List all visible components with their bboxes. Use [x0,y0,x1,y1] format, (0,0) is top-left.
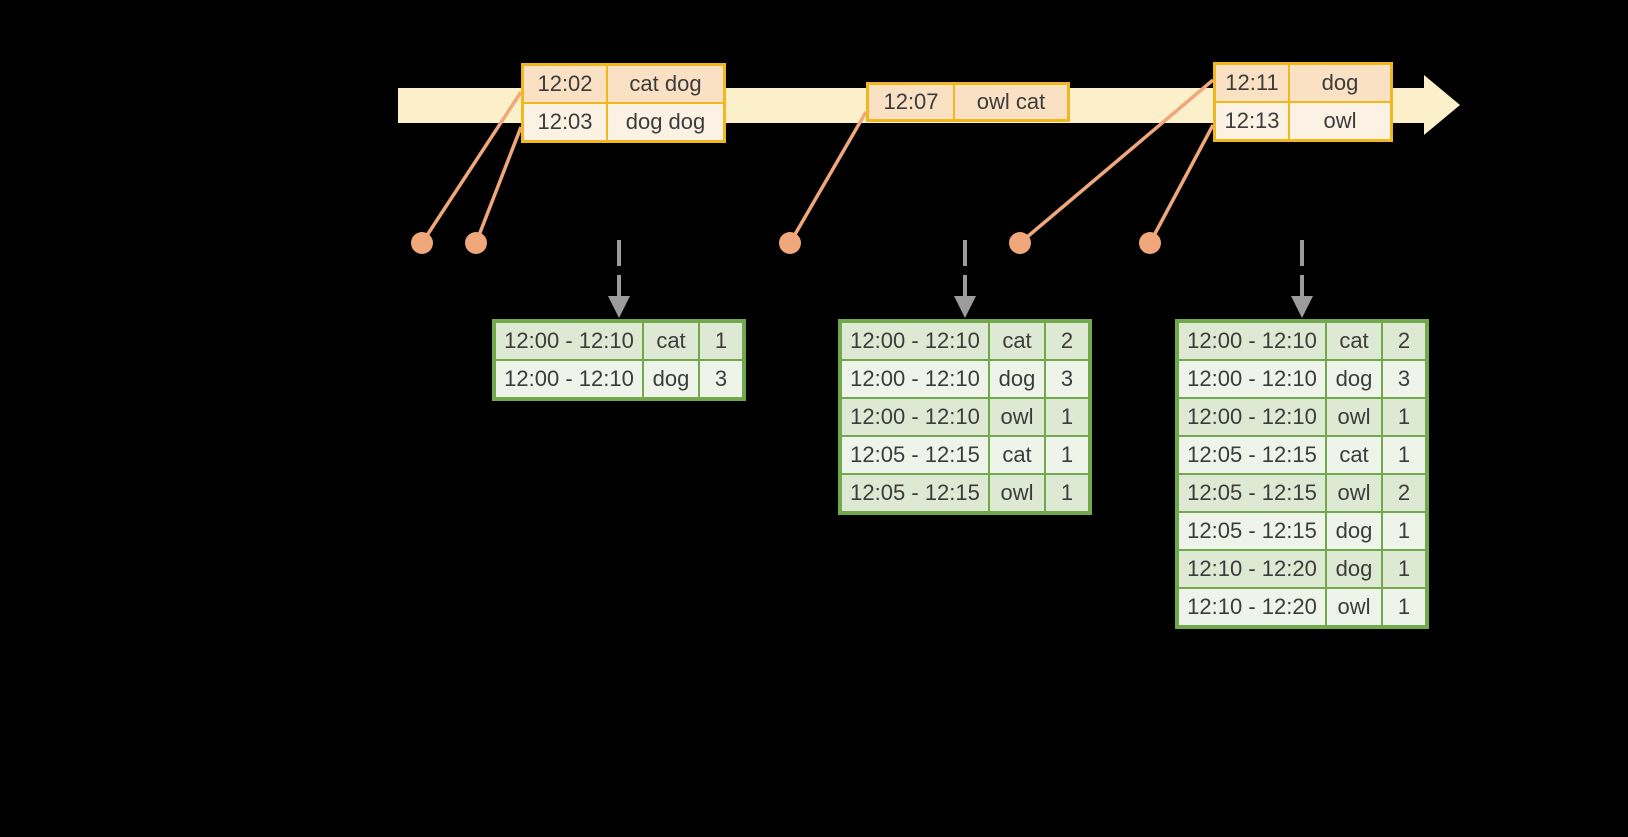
word-cell: dog [990,361,1044,397]
word-cell: owl [1327,399,1381,435]
event-dots [411,232,1161,254]
count-cell: 1 [700,323,742,359]
window-cell: 12:00 - 12:10 [842,323,988,359]
count-cell: 2 [1046,323,1088,359]
event-time-cell: 12:07 [869,85,953,119]
count-cell: 1 [1383,399,1425,435]
window-cell: 12:10 - 12:20 [1179,551,1325,587]
down-arrowhead-icon [954,296,976,318]
event-connector-lines [420,78,1215,245]
event-box-3: 12:11 dog 12:13 owl [1213,62,1393,142]
event-dot [779,232,801,254]
window-cell: 12:05 - 12:15 [1179,475,1325,511]
event-time-cell: 12:03 [524,104,606,140]
event-dot [465,232,487,254]
count-cell: 3 [1046,361,1088,397]
event-time-cell: 12:11 [1216,65,1288,101]
word-cell: owl [1327,475,1381,511]
event-line [420,91,523,244]
word-cell: dog [1327,361,1381,397]
count-cell: 1 [1383,513,1425,549]
window-cell: 12:00 - 12:10 [842,399,988,435]
count-cell: 2 [1383,323,1425,359]
window-cell: 12:00 - 12:10 [842,361,988,397]
word-cell: cat [990,323,1044,359]
word-cell: cat [990,437,1044,473]
window-cell: 12:00 - 12:10 [1179,399,1325,435]
count-cell: 1 [1383,437,1425,473]
word-cell: cat [644,323,698,359]
event-line [1148,124,1215,244]
event-words-cell: dog dog [608,104,723,140]
window-cell: 12:05 - 12:15 [842,437,988,473]
word-cell: dog [644,361,698,397]
word-cell: owl [1327,589,1381,625]
window-cell: 12:05 - 12:15 [1179,437,1325,473]
count-cell: 2 [1383,475,1425,511]
result-arrows [608,240,1313,318]
event-box-1: 12:02 cat dog 12:03 dog dog [521,63,726,143]
result-table-2: 12:00 - 12:10 cat 2 12:00 - 12:10 dog 3 … [838,319,1092,515]
timeline-arrowhead-icon [1424,75,1460,135]
result-table-1: 12:00 - 12:10 cat 1 12:00 - 12:10 dog 3 [492,319,746,401]
event-dot [1009,232,1031,254]
result-table-3: 12:00 - 12:10 cat 2 12:00 - 12:10 dog 3 … [1175,319,1429,629]
event-line [1018,78,1215,245]
count-cell: 1 [1046,437,1088,473]
count-cell: 1 [1046,399,1088,435]
count-cell: 1 [1383,551,1425,587]
event-line [474,126,523,244]
word-cell: owl [990,475,1044,511]
event-words-cell: cat dog [608,66,723,102]
window-cell: 12:00 - 12:10 [1179,361,1325,397]
word-cell: dog [1327,551,1381,587]
event-dot [1139,232,1161,254]
word-cell: cat [1327,437,1381,473]
window-cell: 12:00 - 12:10 [496,361,642,397]
event-words-cell: owl [1290,103,1390,139]
count-cell: 1 [1046,475,1088,511]
event-dot [411,232,433,254]
down-arrowhead-icon [1291,296,1313,318]
event-line [788,111,868,244]
count-cell: 3 [700,361,742,397]
window-cell: 12:10 - 12:20 [1179,589,1325,625]
event-words-cell: dog [1290,65,1390,101]
window-cell: 12:00 - 12:10 [496,323,642,359]
word-cell: dog [1327,513,1381,549]
count-cell: 3 [1383,361,1425,397]
event-words-cell: owl cat [955,85,1067,119]
window-cell: 12:05 - 12:15 [1179,513,1325,549]
count-cell: 1 [1383,589,1425,625]
window-cell: 12:00 - 12:10 [1179,323,1325,359]
event-time-cell: 12:13 [1216,103,1288,139]
window-cell: 12:05 - 12:15 [842,475,988,511]
event-time-cell: 12:02 [524,66,606,102]
down-arrowhead-icon [608,296,630,318]
word-cell: owl [990,399,1044,435]
word-cell: cat [1327,323,1381,359]
event-box-2: 12:07 owl cat [866,82,1070,122]
